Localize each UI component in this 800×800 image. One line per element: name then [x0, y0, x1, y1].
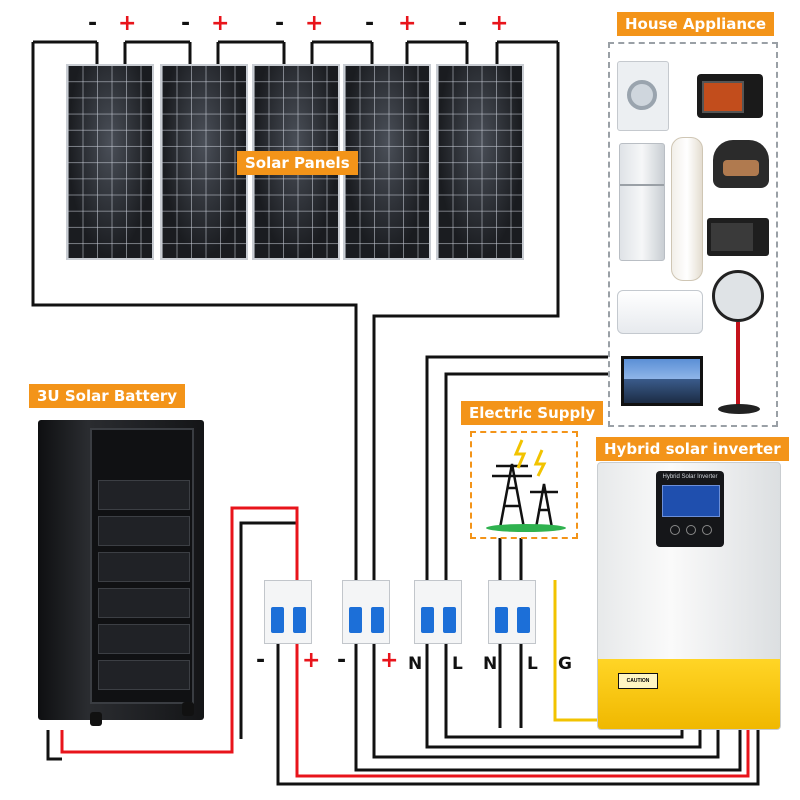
- solar-panels-label: Solar Panels: [237, 151, 358, 175]
- terminal-pv-positive: +: [380, 648, 399, 673]
- breaker-toggle[interactable]: [349, 607, 362, 633]
- solar-panel-5: [436, 64, 524, 260]
- breaker-toggle[interactable]: [271, 607, 284, 633]
- wire-battery-negative-bottom: [46, 730, 62, 761]
- panel-3-negative: -: [275, 11, 285, 36]
- inverter-screen: [662, 485, 720, 517]
- solar-panel-2: [160, 64, 248, 260]
- breaker-toggle[interactable]: [517, 607, 530, 633]
- inverter-label: Hybrid solar inverter: [596, 437, 789, 461]
- panel-5-negative: -: [458, 11, 468, 36]
- terminal-battery-negative: -: [256, 648, 266, 673]
- fan-icon: [708, 270, 770, 418]
- wire-bus-positive: [295, 644, 750, 778]
- breaker-ac-output[interactable]: [414, 580, 462, 644]
- panel-2-positive: +: [211, 11, 230, 36]
- solar-panel-4: [343, 64, 431, 260]
- panel-3-positive: +: [305, 11, 324, 36]
- battery-cabinet: [38, 420, 204, 720]
- breaker-toggle[interactable]: [495, 607, 508, 633]
- wire-pv-positive: [372, 42, 560, 580]
- inverter-button[interactable]: [702, 525, 712, 535]
- wire-bus-4: [425, 644, 702, 749]
- terminal-battery-positive: +: [302, 648, 321, 673]
- panel-2-negative: -: [181, 11, 191, 36]
- battery-module-3: [98, 552, 190, 582]
- electric-supply-label: Electric Supply: [461, 401, 604, 425]
- panel-5-positive: +: [490, 11, 509, 36]
- microwave-icon: [707, 218, 769, 256]
- terminal-out-n: N: [408, 654, 423, 674]
- inverter-screen-text: Hybrid Solar Inverter: [662, 474, 718, 480]
- battery-module-1: [98, 480, 190, 510]
- terminal-grid-n: N: [483, 654, 498, 674]
- battery-module-5: [98, 624, 190, 654]
- battery-module-4: [98, 588, 190, 618]
- air-conditioner-icon: [617, 290, 703, 334]
- terminal-pv-negative: -: [337, 648, 347, 673]
- terminal-out-l: L: [452, 654, 463, 674]
- wire-panel-series-up: [95, 42, 499, 64]
- breaker-toggle[interactable]: [421, 607, 434, 633]
- breaker-toggle[interactable]: [443, 607, 456, 633]
- wire-bus-1: [276, 644, 760, 786]
- tv-icon: [621, 356, 703, 406]
- house-appliance-box: [608, 42, 778, 427]
- panel-1-positive: +: [118, 11, 137, 36]
- inverter-button[interactable]: [686, 525, 696, 535]
- hybrid-inverter: Hybrid Solar Inverter CAUTION: [597, 462, 781, 730]
- battery-label: 3U Solar Battery: [29, 384, 186, 408]
- rice-cooker-icon: [713, 140, 769, 188]
- breaker-pv[interactable]: [342, 580, 390, 644]
- panel-4-negative: -: [365, 11, 375, 36]
- cabinet-wheel: [182, 702, 194, 716]
- battery-module-2: [98, 516, 190, 546]
- washing-machine-icon: [617, 61, 669, 131]
- wire-bus-3: [372, 644, 720, 759]
- inverter-yellow-base: [598, 659, 780, 729]
- solar-panel-1: [66, 64, 154, 260]
- refrigerator-icon: [619, 143, 665, 261]
- battery-module-6: [98, 660, 190, 690]
- panel-4-positive: +: [398, 11, 417, 36]
- terminal-grid-l: L: [527, 654, 538, 674]
- cabinet-wheel: [90, 712, 102, 726]
- tower-ac-icon: [671, 137, 703, 281]
- house-appliance-label: House Appliance: [617, 12, 775, 36]
- breaker-toggle[interactable]: [371, 607, 384, 633]
- terminal-ground: G: [558, 654, 572, 674]
- inverter-button[interactable]: [670, 525, 680, 535]
- breaker-battery[interactable]: [264, 580, 312, 644]
- wire-bus-2: [354, 644, 742, 772]
- electric-supply-box: [470, 431, 578, 539]
- wire-pv-negative: [31, 42, 358, 580]
- wire-battery-positive: [60, 506, 299, 754]
- inverter-display-panel: Hybrid Solar Inverter: [656, 471, 724, 547]
- breaker-grid-input[interactable]: [488, 580, 536, 644]
- wire-ac-out-l: [444, 372, 608, 580]
- wire-bus-5: [444, 644, 684, 739]
- oven-icon: [697, 74, 763, 118]
- transmission-tower-icon: [486, 439, 566, 532]
- wire-ac-out-n: [425, 355, 608, 580]
- inverter-caution-sticker: CAUTION: [618, 673, 658, 689]
- breaker-toggle[interactable]: [293, 607, 306, 633]
- panel-1-negative: -: [88, 11, 98, 36]
